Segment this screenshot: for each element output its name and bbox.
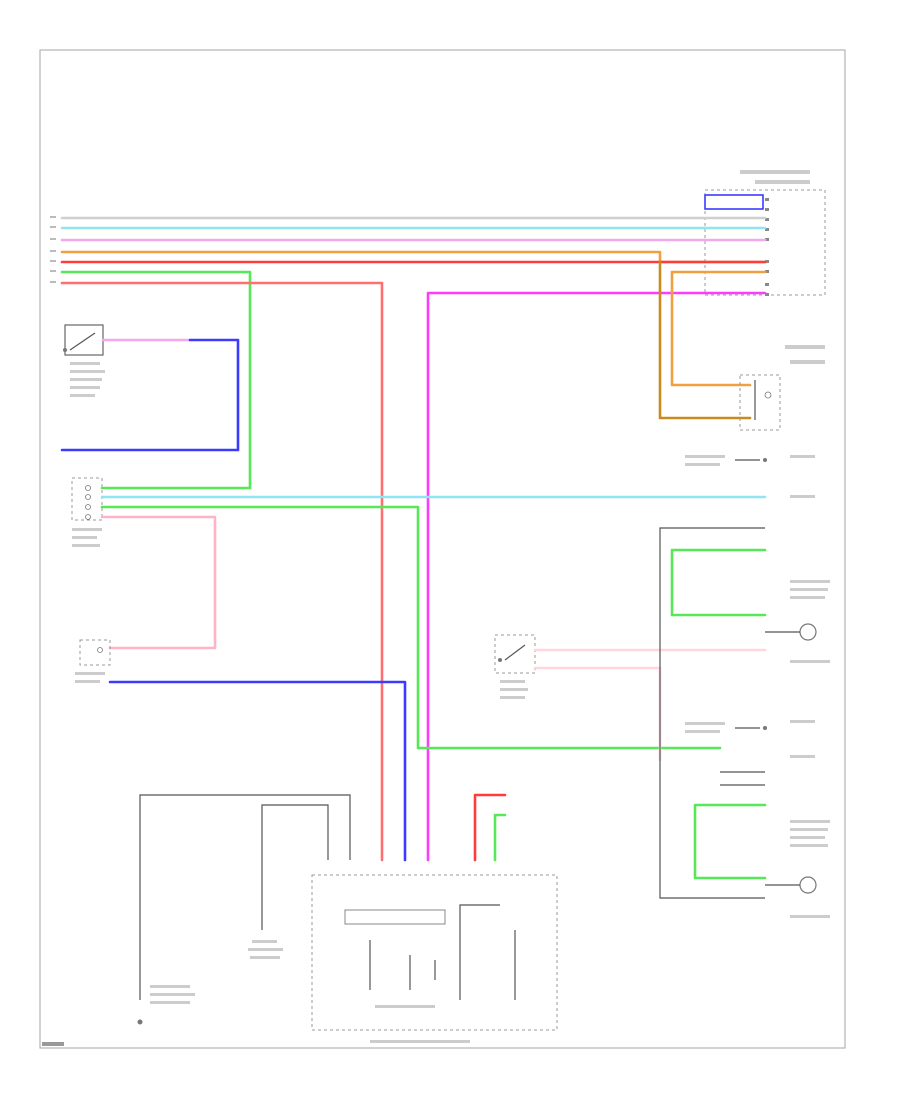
harness-trunk-salmon (60, 281, 384, 862)
left-switch-assembly (63, 324, 105, 397)
green-lamp-lower (693, 803, 767, 880)
harness-trunk-green (60, 270, 252, 490)
page-corner-tag (42, 1042, 64, 1046)
diagram-frame (39, 49, 846, 1049)
magenta-feed (426, 291, 767, 862)
left-ground-point (248, 940, 283, 959)
center-switch (494, 634, 536, 699)
courtesy-lamp-lower (765, 820, 830, 918)
relay-box-right (739, 345, 825, 431)
courtesy-lamp-upper (765, 580, 830, 663)
gray-meter-rail (139, 794, 351, 1000)
harness-trunk-orange (60, 250, 767, 264)
olive-relay-wire (658, 260, 752, 420)
pale-pink-center-wire-2 (533, 666, 662, 762)
combination-meter (311, 874, 558, 1043)
left-ground-connector (75, 639, 111, 683)
green-lamp-upper (670, 548, 767, 617)
blue-switch-wire (60, 338, 240, 452)
red-meter-feed (473, 793, 507, 862)
trunk-origin-marks (50, 216, 56, 283)
light-pink-wire (100, 515, 217, 650)
orange-relay-wire (670, 270, 752, 387)
green-long-wire (100, 505, 722, 750)
gray-meter-rail-2 (261, 804, 329, 930)
door-switch-upper (685, 455, 815, 498)
bottom-left-ground (137, 985, 195, 1025)
blue-feed (108, 680, 407, 862)
left-connector-stack (71, 477, 103, 547)
upper-right-connector-block (704, 170, 826, 296)
right-gray-rail (659, 527, 765, 899)
green-meter-feed (493, 813, 507, 862)
door-switch-lower (685, 720, 815, 758)
